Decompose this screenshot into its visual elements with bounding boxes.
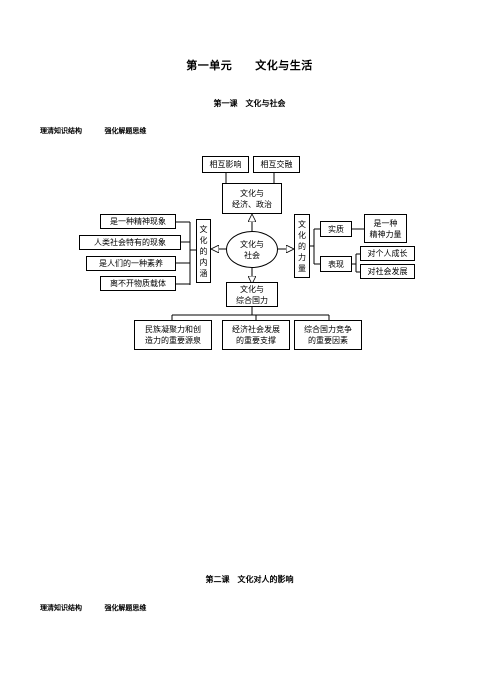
manifest-society-box: 对社会发展	[360, 264, 415, 279]
national-power-box: 文化与 综合国力	[226, 282, 278, 307]
lesson1-title: 第一课 文化与社会	[213, 98, 286, 108]
strip-right: 强化解题思维	[104, 603, 147, 612]
strip-left: 理清知识结构	[40, 603, 82, 612]
essence-box: 实质	[320, 221, 352, 237]
connotation-item-2: 人类社会特有的现象	[79, 235, 181, 250]
bottom-box-2: 经济社会发展 的重要支撑	[222, 320, 290, 350]
power-box: 文化的力量	[294, 214, 310, 278]
connotation-item-1: 是一种精神现象	[100, 214, 176, 229]
connotation-item-4: 离不开物质载体	[100, 276, 176, 291]
culture-society-center: 文化与 社会	[226, 231, 278, 268]
lesson2-strip: 理清知识结构 强化解题思维	[40, 603, 166, 613]
mutual-influence-box: 相互影响	[202, 156, 249, 173]
connotation-box: 文化的内涵	[196, 219, 211, 283]
power-label: 文化的力量	[298, 219, 306, 273]
connotation-item-3: 是人们的一种素养	[86, 256, 176, 271]
strip-right: 强化解题思维	[104, 126, 147, 135]
econ-politics-box: 文化与 经济、政治	[222, 183, 282, 214]
lesson1-strip: 理清知识结构 强化解题思维	[40, 126, 166, 136]
spirit-force-box: 是一种 精神力量	[364, 214, 407, 243]
lesson2-title: 第二课 文化对人的影响	[205, 574, 294, 584]
strip-left: 理清知识结构	[40, 126, 82, 135]
manifest-box: 表现	[320, 256, 352, 272]
unit-title: 第一单元 文化与生活	[186, 59, 313, 72]
manifest-individual-box: 对个人成长	[360, 246, 415, 261]
mutual-blend-box: 相互交融	[253, 156, 300, 173]
connotation-label: 文化的内涵	[199, 224, 208, 278]
bottom-box-3: 综合国力竞争 的重要因素	[294, 320, 362, 350]
bottom-box-1: 民族凝聚力和创 造力的重要源泉	[134, 320, 212, 350]
